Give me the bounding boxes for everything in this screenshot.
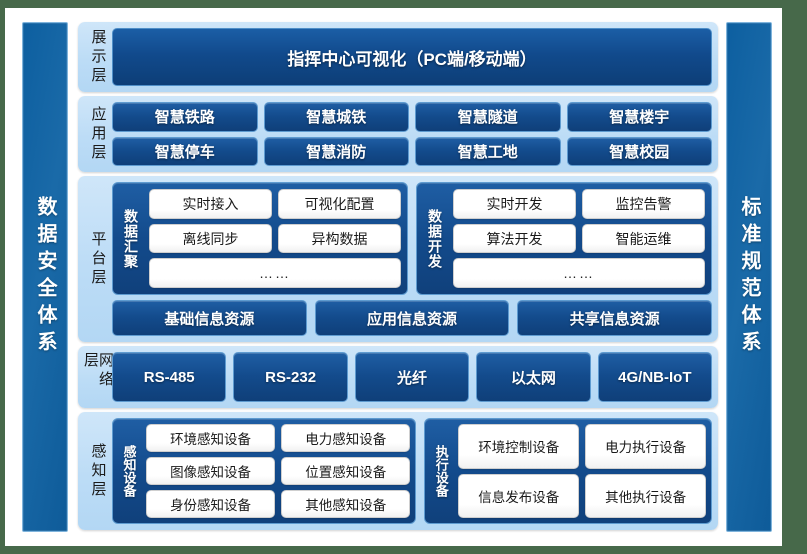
sidebar-data-security: 数据安全体系 (22, 22, 68, 532)
platform-group-development-label-wrap: 数据开发 (423, 189, 447, 288)
sensing-group-label-wrap: 感知设备 (118, 424, 140, 518)
layer-platform-body: 数据汇聚 实时接入 可视化配置 离线同步 异构数据 …… (112, 182, 713, 336)
app-tile-smart-construction[interactable]: 智慧工地 (415, 136, 561, 166)
sensing-row-1: 环境感知设备 电力感知设备 (146, 424, 411, 452)
actuating-row-2: 信息发布设备 其他执行设备 (458, 473, 707, 518)
layer-network-label-wrap: 网络层 (82, 352, 114, 402)
layer-display-label-wrap: 展示层 (84, 28, 112, 86)
network-tile-4g-nbiot[interactable]: 4G/NB-IoT (597, 352, 713, 402)
sensing-tile-image[interactable]: 图像感知设备 (146, 457, 276, 485)
development-tile-monitoring-alert[interactable]: 监控告警 (582, 189, 705, 219)
app-tile-smart-building[interactable]: 智慧楼宇 (566, 102, 712, 132)
perception-groups: 感知设备 环境感知设备 电力感知设备 图像感知设备 位置感知设备 身份感知设备 (112, 418, 712, 524)
aggregation-tile-heterogeneous-data[interactable]: 异构数据 (278, 223, 401, 254)
platform-groups: 数据汇聚 实时接入 可视化配置 离线同步 异构数据 …… (112, 182, 712, 295)
layer-perception-label: 感知层 (89, 442, 107, 500)
app-tile-smart-campus[interactable]: 智慧校园 (566, 136, 712, 166)
network-tile-rs485[interactable]: RS-485 (112, 352, 227, 402)
aggregation-tile-more[interactable]: …… (149, 258, 401, 289)
resource-tile-basic-info[interactable]: 基础信息资源 (112, 300, 307, 336)
layer-perception-label-wrap: 感知层 (84, 418, 112, 524)
network-tile-ethernet[interactable]: 以太网 (476, 352, 591, 402)
development-tile-realtime-dev[interactable]: 实时开发 (453, 189, 576, 219)
actuating-tile-power-execution[interactable]: 电力执行设备 (585, 424, 707, 469)
resource-tile-shared-info[interactable]: 共享信息资源 (517, 300, 713, 336)
layer-platform-label: 平台层 (89, 230, 107, 288)
layer-perception-body: 感知设备 环境感知设备 电力感知设备 图像感知设备 位置感知设备 身份感知设备 (112, 418, 712, 524)
display-banner[interactable]: 指挥中心可视化（PC端/移动端） (112, 28, 712, 86)
actuating-row-1: 环境控制设备 电力执行设备 (458, 424, 707, 469)
layer-network: 网络层 RS-485 RS-232 光纤 以太网 4G/NB-IoT (78, 346, 718, 408)
sensing-tile-position[interactable]: 位置感知设备 (281, 457, 411, 485)
development-tile-intelligent-ops[interactable]: 智能运维 (582, 223, 705, 254)
sidebar-right-label: 标准规范体系 (738, 196, 760, 358)
sidebar-standards: 标准规范体系 (726, 22, 772, 532)
actuating-tile-environment-control[interactable]: 环境控制设备 (458, 424, 580, 469)
development-row-2: 算法开发 智能运维 (453, 223, 705, 254)
actuating-tile-info-publishing[interactable]: 信息发布设备 (458, 473, 580, 518)
sidebar-left-label: 数据安全体系 (34, 196, 56, 358)
layer-display: 展示层 指挥中心可视化（PC端/移动端） (78, 22, 718, 92)
layer-application-body: 智慧铁路 智慧城铁 智慧隧道 智慧楼宇 智慧停车 智慧消防 智慧工地 智慧校园 (112, 102, 712, 166)
development-tile-more[interactable]: …… (453, 258, 705, 289)
development-row-3: …… (453, 258, 705, 289)
layer-network-body: RS-485 RS-232 光纤 以太网 4G/NB-IoT (112, 352, 713, 402)
aggregation-row-1: 实时接入 可视化配置 (149, 189, 401, 219)
layer-display-body: 指挥中心可视化（PC端/移动端） (112, 28, 712, 86)
platform-group-development-body: 实时开发 监控告警 算法开发 智能运维 …… (453, 189, 705, 289)
sensing-group-body: 环境感知设备 电力感知设备 图像感知设备 位置感知设备 身份感知设备 其他感知设… (146, 424, 411, 518)
network-row: RS-485 RS-232 光纤 以太网 4G/NB-IoT (112, 352, 713, 402)
sensing-tile-other[interactable]: 其他感知设备 (281, 490, 411, 518)
platform-group-data-aggregation: 数据汇聚 实时接入 可视化配置 离线同步 异构数据 …… (112, 182, 408, 295)
layer-network-label: 网络层 (82, 352, 114, 390)
aggregation-row-3: …… (149, 258, 401, 289)
layer-display-label: 展示层 (89, 28, 107, 86)
layer-platform: 平台层 数据汇聚 实时接入 可视化配置 离线同步 (78, 176, 718, 342)
app-tile-smart-railway[interactable]: 智慧铁路 (112, 102, 258, 132)
actuating-group-body: 环境控制设备 电力执行设备 信息发布设备 其他执行设备 (458, 424, 707, 518)
app-tile-smart-firefighting[interactable]: 智慧消防 (263, 136, 409, 166)
layer-perception: 感知层 感知设备 环境感知设备 电力感知设备 图像感知设备 位置感 (78, 412, 718, 530)
actuating-tile-other[interactable]: 其他执行设备 (585, 473, 707, 518)
network-tile-fiber[interactable]: 光纤 (354, 352, 470, 402)
aggregation-row-2: 离线同步 异构数据 (149, 223, 401, 254)
platform-group-data-development: 数据开发 实时开发 监控告警 算法开发 智能运维 …… (416, 182, 712, 295)
development-row-1: 实时开发 监控告警 (453, 189, 705, 219)
sensing-tile-power[interactable]: 电力感知设备 (281, 424, 411, 452)
actuating-group-label: 执行设备 (433, 445, 449, 497)
app-tile-smart-metro[interactable]: 智慧城铁 (263, 102, 409, 132)
platform-group-aggregation-label: 数据汇聚 (123, 208, 139, 269)
sensing-row-2: 图像感知设备 位置感知设备 (146, 457, 411, 485)
layer-application: 应用层 智慧铁路 智慧城铁 智慧隧道 智慧楼宇 智慧停车 智慧消防 智慧工地 智… (78, 96, 718, 172)
app-tile-smart-parking[interactable]: 智慧停车 (112, 136, 258, 166)
perception-group-actuating-devices: 执行设备 环境控制设备 电力执行设备 信息发布设备 其他执行设备 (424, 418, 712, 524)
app-tile-smart-tunnel[interactable]: 智慧隧道 (415, 102, 561, 132)
layer-platform-label-wrap: 平台层 (84, 182, 112, 336)
network-tile-rs232[interactable]: RS-232 (233, 352, 348, 402)
aggregation-tile-visual-config[interactable]: 可视化配置 (278, 189, 401, 219)
platform-group-aggregation-body: 实时接入 可视化配置 离线同步 异构数据 …… (149, 189, 401, 289)
sensing-row-3: 身份感知设备 其他感知设备 (146, 490, 411, 518)
application-row-2: 智慧停车 智慧消防 智慧工地 智慧校园 (112, 136, 712, 166)
sensing-group-label: 感知设备 (121, 445, 137, 497)
platform-group-development-label: 数据开发 (427, 208, 443, 269)
aggregation-tile-realtime-ingest[interactable]: 实时接入 (149, 189, 272, 219)
development-tile-algorithm-dev[interactable]: 算法开发 (453, 223, 576, 254)
perception-group-sensing-devices: 感知设备 环境感知设备 电力感知设备 图像感知设备 位置感知设备 身份感知设备 (112, 418, 417, 524)
layer-application-label: 应用层 (89, 105, 107, 163)
aggregation-tile-offline-sync[interactable]: 离线同步 (149, 223, 272, 254)
actuating-group-label-wrap: 执行设备 (430, 424, 452, 518)
platform-resources-row: 基础信息资源 应用信息资源 共享信息资源 (112, 300, 713, 336)
resource-tile-application-info[interactable]: 应用信息资源 (314, 300, 510, 336)
platform-group-aggregation-label-wrap: 数据汇聚 (119, 189, 143, 288)
sensing-tile-identity[interactable]: 身份感知设备 (146, 490, 276, 518)
application-row-1: 智慧铁路 智慧城铁 智慧隧道 智慧楼宇 (112, 102, 712, 132)
layer-application-label-wrap: 应用层 (84, 102, 112, 166)
sensing-tile-environment[interactable]: 环境感知设备 (146, 424, 276, 452)
